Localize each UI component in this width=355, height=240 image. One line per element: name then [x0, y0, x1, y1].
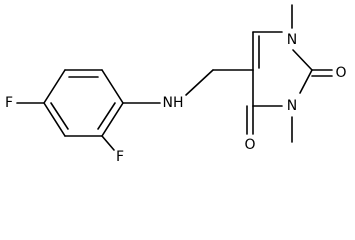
nitrogen-atom-label: N: [287, 32, 297, 48]
oxygen-atom-label: O: [244, 137, 255, 153]
ring-bond: [43, 102, 66, 137]
ring-double-bond: [97, 102, 116, 130]
molecule-structure: F F NH N N O O: [5, 4, 347, 165]
fluorine-atom-label: F: [116, 149, 124, 165]
c-f-bond: [101, 135, 115, 151]
nitrogen-atom-label: N: [287, 98, 297, 114]
n-ch2-bond: [185, 69, 214, 96]
pyrimidinedione-ring: [252, 31, 313, 107]
ring-double-bond: [50, 102, 69, 130]
fluorine-atom-label: F: [5, 95, 13, 111]
oxygen-atom-label: O: [335, 65, 346, 81]
ring-bond: [43, 69, 66, 104]
ring-bond: [101, 69, 124, 104]
ring-bond: [101, 102, 124, 137]
ring-bond: [292, 49, 313, 71]
amine-nh-label: NH: [163, 95, 184, 111]
difluorophenyl-ring: [43, 69, 124, 137]
ring-bond: [299, 69, 313, 94]
